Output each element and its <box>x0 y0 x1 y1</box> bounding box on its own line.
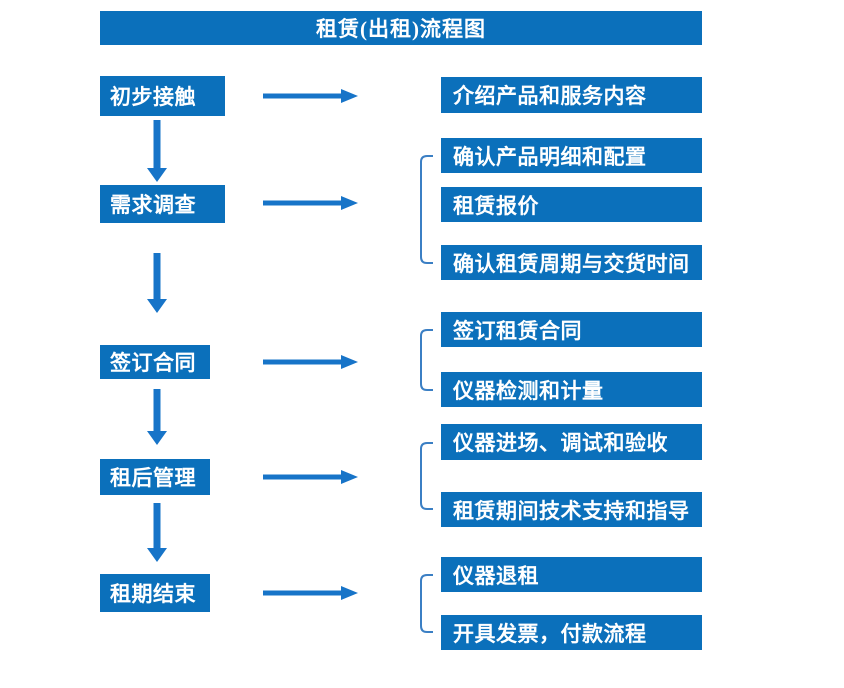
detail-box-instrument-return: 仪器退租 <box>441 557 702 592</box>
bracket-group-4 <box>420 442 433 510</box>
detail-box-instrument-inspection: 仪器检测和计量 <box>441 372 702 407</box>
step-box-initial-contact: 初步接触 <box>100 76 225 116</box>
detail-box-sign-rental-contract: 签订租赁合同 <box>441 312 702 347</box>
detail-box-confirm-product-details: 确认产品明细和配置 <box>441 138 702 173</box>
detail-box-rental-quotation: 租赁报价 <box>441 187 702 222</box>
bracket-group-5 <box>420 574 433 633</box>
detail-box-instrument-setup-acceptance: 仪器进场、调试和验收 <box>441 424 702 460</box>
step-box-demand-survey: 需求调查 <box>100 185 225 223</box>
detail-box-confirm-rental-period: 确认租赁周期与交货时间 <box>441 245 702 280</box>
detail-box-technical-support: 租赁期间技术支持和指导 <box>441 492 702 527</box>
arrow-down-icon-2 <box>147 253 167 313</box>
bracket-group-3 <box>420 329 433 391</box>
step-box-post-rental-management: 租后管理 <box>100 459 210 495</box>
arrow-right-icon-2 <box>263 196 358 210</box>
arrow-down-icon-4 <box>147 503 167 562</box>
arrow-right-icon-3 <box>263 355 358 369</box>
arrow-right-icon-5 <box>263 586 358 600</box>
chart-title-bar: 租赁(出租)流程图 <box>100 11 702 45</box>
step-box-rental-end: 租期结束 <box>100 574 210 612</box>
arrow-down-icon-3 <box>147 389 167 445</box>
arrow-right-icon-4 <box>263 470 358 484</box>
bracket-group-2 <box>420 155 433 264</box>
chart-title: 租赁(出租)流程图 <box>316 17 486 41</box>
detail-box-introduce-products: 介绍产品和服务内容 <box>441 77 702 113</box>
detail-box-invoice-payment: 开具发票，付款流程 <box>441 615 702 650</box>
step-box-sign-contract: 签订合同 <box>100 345 210 379</box>
arrow-down-icon-1 <box>147 120 167 182</box>
arrow-right-icon-1 <box>263 89 358 103</box>
